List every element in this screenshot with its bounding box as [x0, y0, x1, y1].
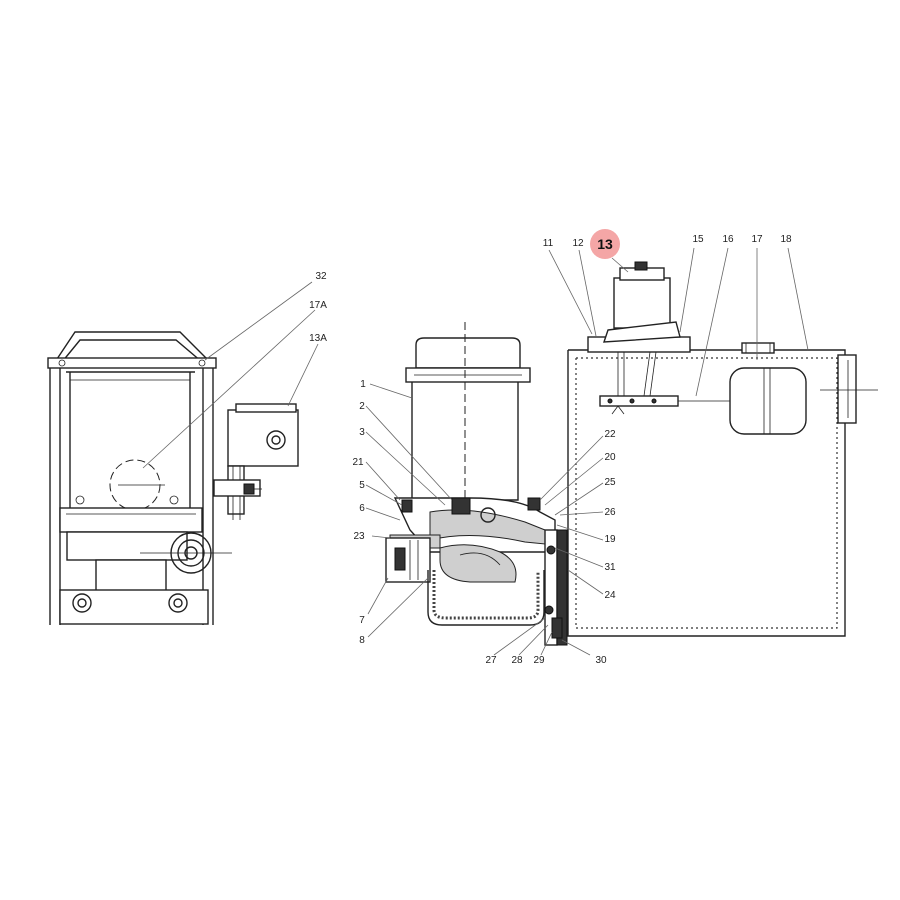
- callout-labels: 32 17A 13A 1 2 3 21 5 6 23 7 8 11 12 13 …: [309, 234, 792, 666]
- callout-17A: 17A: [309, 300, 327, 311]
- callout-31: 31: [604, 562, 616, 573]
- callout-8: 8: [359, 635, 365, 646]
- callout-30: 30: [595, 655, 607, 666]
- callout-1: 1: [360, 379, 366, 390]
- callout-23: 23: [353, 531, 365, 542]
- leader-lines: [142, 247, 809, 656]
- callout-21: 21: [352, 457, 364, 468]
- callout-3: 3: [359, 427, 365, 438]
- highlight-marker: [590, 229, 620, 259]
- callout-28: 28: [511, 655, 523, 666]
- callout-16: 16: [722, 234, 734, 245]
- callout-18: 18: [780, 234, 792, 245]
- callout-2: 2: [359, 401, 365, 412]
- callout-20: 20: [604, 452, 616, 463]
- front-view: [47, 331, 299, 625]
- callout-15: 15: [692, 234, 704, 245]
- callout-13A: 13A: [309, 333, 327, 344]
- callout-12: 12: [572, 238, 584, 249]
- callout-32: 32: [315, 271, 327, 282]
- side-section-view: [385, 261, 878, 646]
- callout-7: 7: [359, 615, 365, 626]
- callout-11: 11: [543, 238, 554, 249]
- callout-22: 22: [604, 429, 616, 440]
- callout-19: 19: [604, 534, 616, 545]
- callout-6: 6: [359, 503, 365, 514]
- callout-27: 27: [485, 655, 497, 666]
- callout-29: 29: [533, 655, 545, 666]
- callout-24: 24: [604, 590, 616, 601]
- callout-25: 25: [604, 477, 616, 488]
- callout-13: 13: [597, 236, 613, 252]
- callout-26: 26: [604, 507, 616, 518]
- callout-17: 17: [751, 234, 763, 245]
- callout-5: 5: [359, 480, 365, 491]
